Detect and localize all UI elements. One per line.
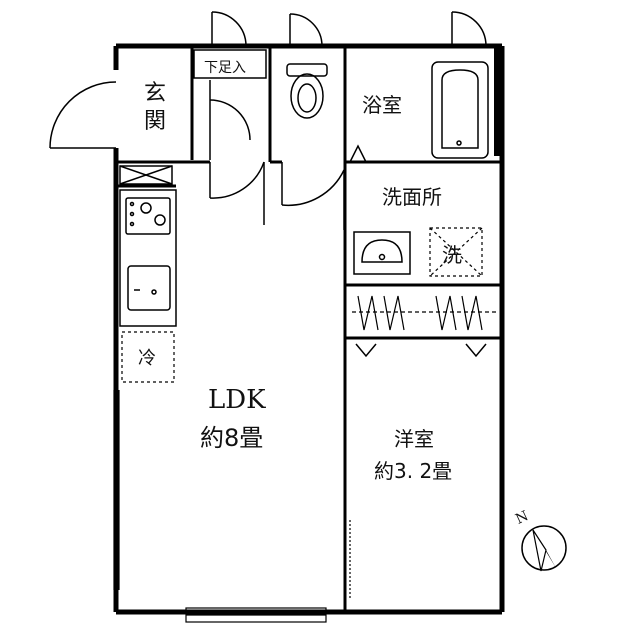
interior-walls — [116, 46, 502, 612]
windows — [113, 390, 351, 623]
label-western-size: 約3. 2畳 — [374, 459, 452, 483]
fridge-box — [121, 331, 175, 383]
compass-north-label: N — [513, 508, 531, 528]
closet-doors — [352, 295, 498, 331]
doors — [49, 11, 487, 358]
right-wall-thick — [494, 46, 504, 156]
label-fridge: 冷 — [138, 348, 156, 369]
wash-basin — [353, 231, 411, 275]
washer-box — [429, 227, 483, 277]
label-western-name: 洋室 — [394, 427, 434, 451]
label-shoe-closet: 下足入 — [204, 60, 246, 76]
label-genkan-1: 玄 — [144, 81, 166, 106]
label-ldk-size: 約8畳 — [200, 424, 263, 452]
label-genkan-2: 関 — [144, 109, 166, 134]
label-washroom: 洗面所 — [382, 185, 442, 209]
kitchen-area — [119, 165, 177, 327]
shoe-closet-box — [193, 49, 267, 79]
bathtub — [431, 61, 489, 159]
toilet-fixture — [286, 63, 328, 119]
label-washer: 洗 — [442, 243, 462, 267]
compass: N — [513, 508, 567, 572]
label-ldk-name: LDK — [208, 385, 266, 415]
outer-walls — [113, 43, 505, 615]
label-bathroom: 浴室 — [362, 93, 402, 117]
